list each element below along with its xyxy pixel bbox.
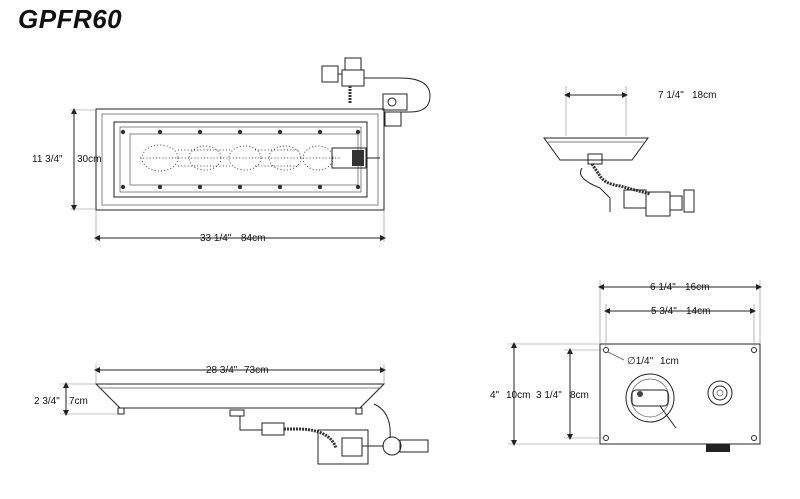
top-width-label: 33 1/4"	[200, 233, 232, 244]
panel-inner-width-metric-label: 14cm	[686, 306, 710, 317]
top-width-metric-label: 84cm	[241, 233, 265, 244]
top-view-drawing	[95, 57, 431, 211]
top-view-dimensions	[70, 108, 386, 242]
side-width-label: 7 1/4"	[658, 90, 684, 101]
panel-view-drawing	[599, 343, 761, 452]
side-width-metric-label: 18cm	[692, 90, 716, 101]
front-height-metric-label: 7cm	[69, 396, 88, 407]
front-width-metric-label: 73cm	[244, 365, 268, 376]
panel-outer-width-label: 6 1/4"	[650, 282, 676, 293]
top-height-metric-label: 30cm	[77, 154, 101, 165]
panel-inner-width-label: 5 3/4"	[651, 306, 677, 317]
front-height-label: 2 3/4"	[34, 396, 60, 407]
side-view-drawing	[543, 137, 695, 217]
panel-inner-height-metric-label: 8cm	[570, 390, 589, 401]
front-view-dimensions	[60, 364, 386, 416]
product-title: GPFR60	[18, 4, 123, 34]
panel-outer-height-label: 4"	[490, 390, 500, 401]
panel-view-dimensions	[508, 280, 762, 446]
side-view-dimensions	[564, 86, 628, 136]
panel-outer-height-metric-label: 10cm	[506, 390, 530, 401]
panel-hole-metric-label: 1cm	[660, 356, 679, 367]
front-width-label: 28 3/4"	[206, 365, 238, 376]
panel-inner-height-label: 3 1/4"	[536, 390, 562, 401]
top-height-label: 11 3/4"	[32, 154, 63, 165]
front-view-drawing	[94, 383, 429, 465]
panel-hole-label: ∅1/4"	[627, 356, 654, 367]
panel-outer-width-metric-label: 16cm	[685, 282, 709, 293]
